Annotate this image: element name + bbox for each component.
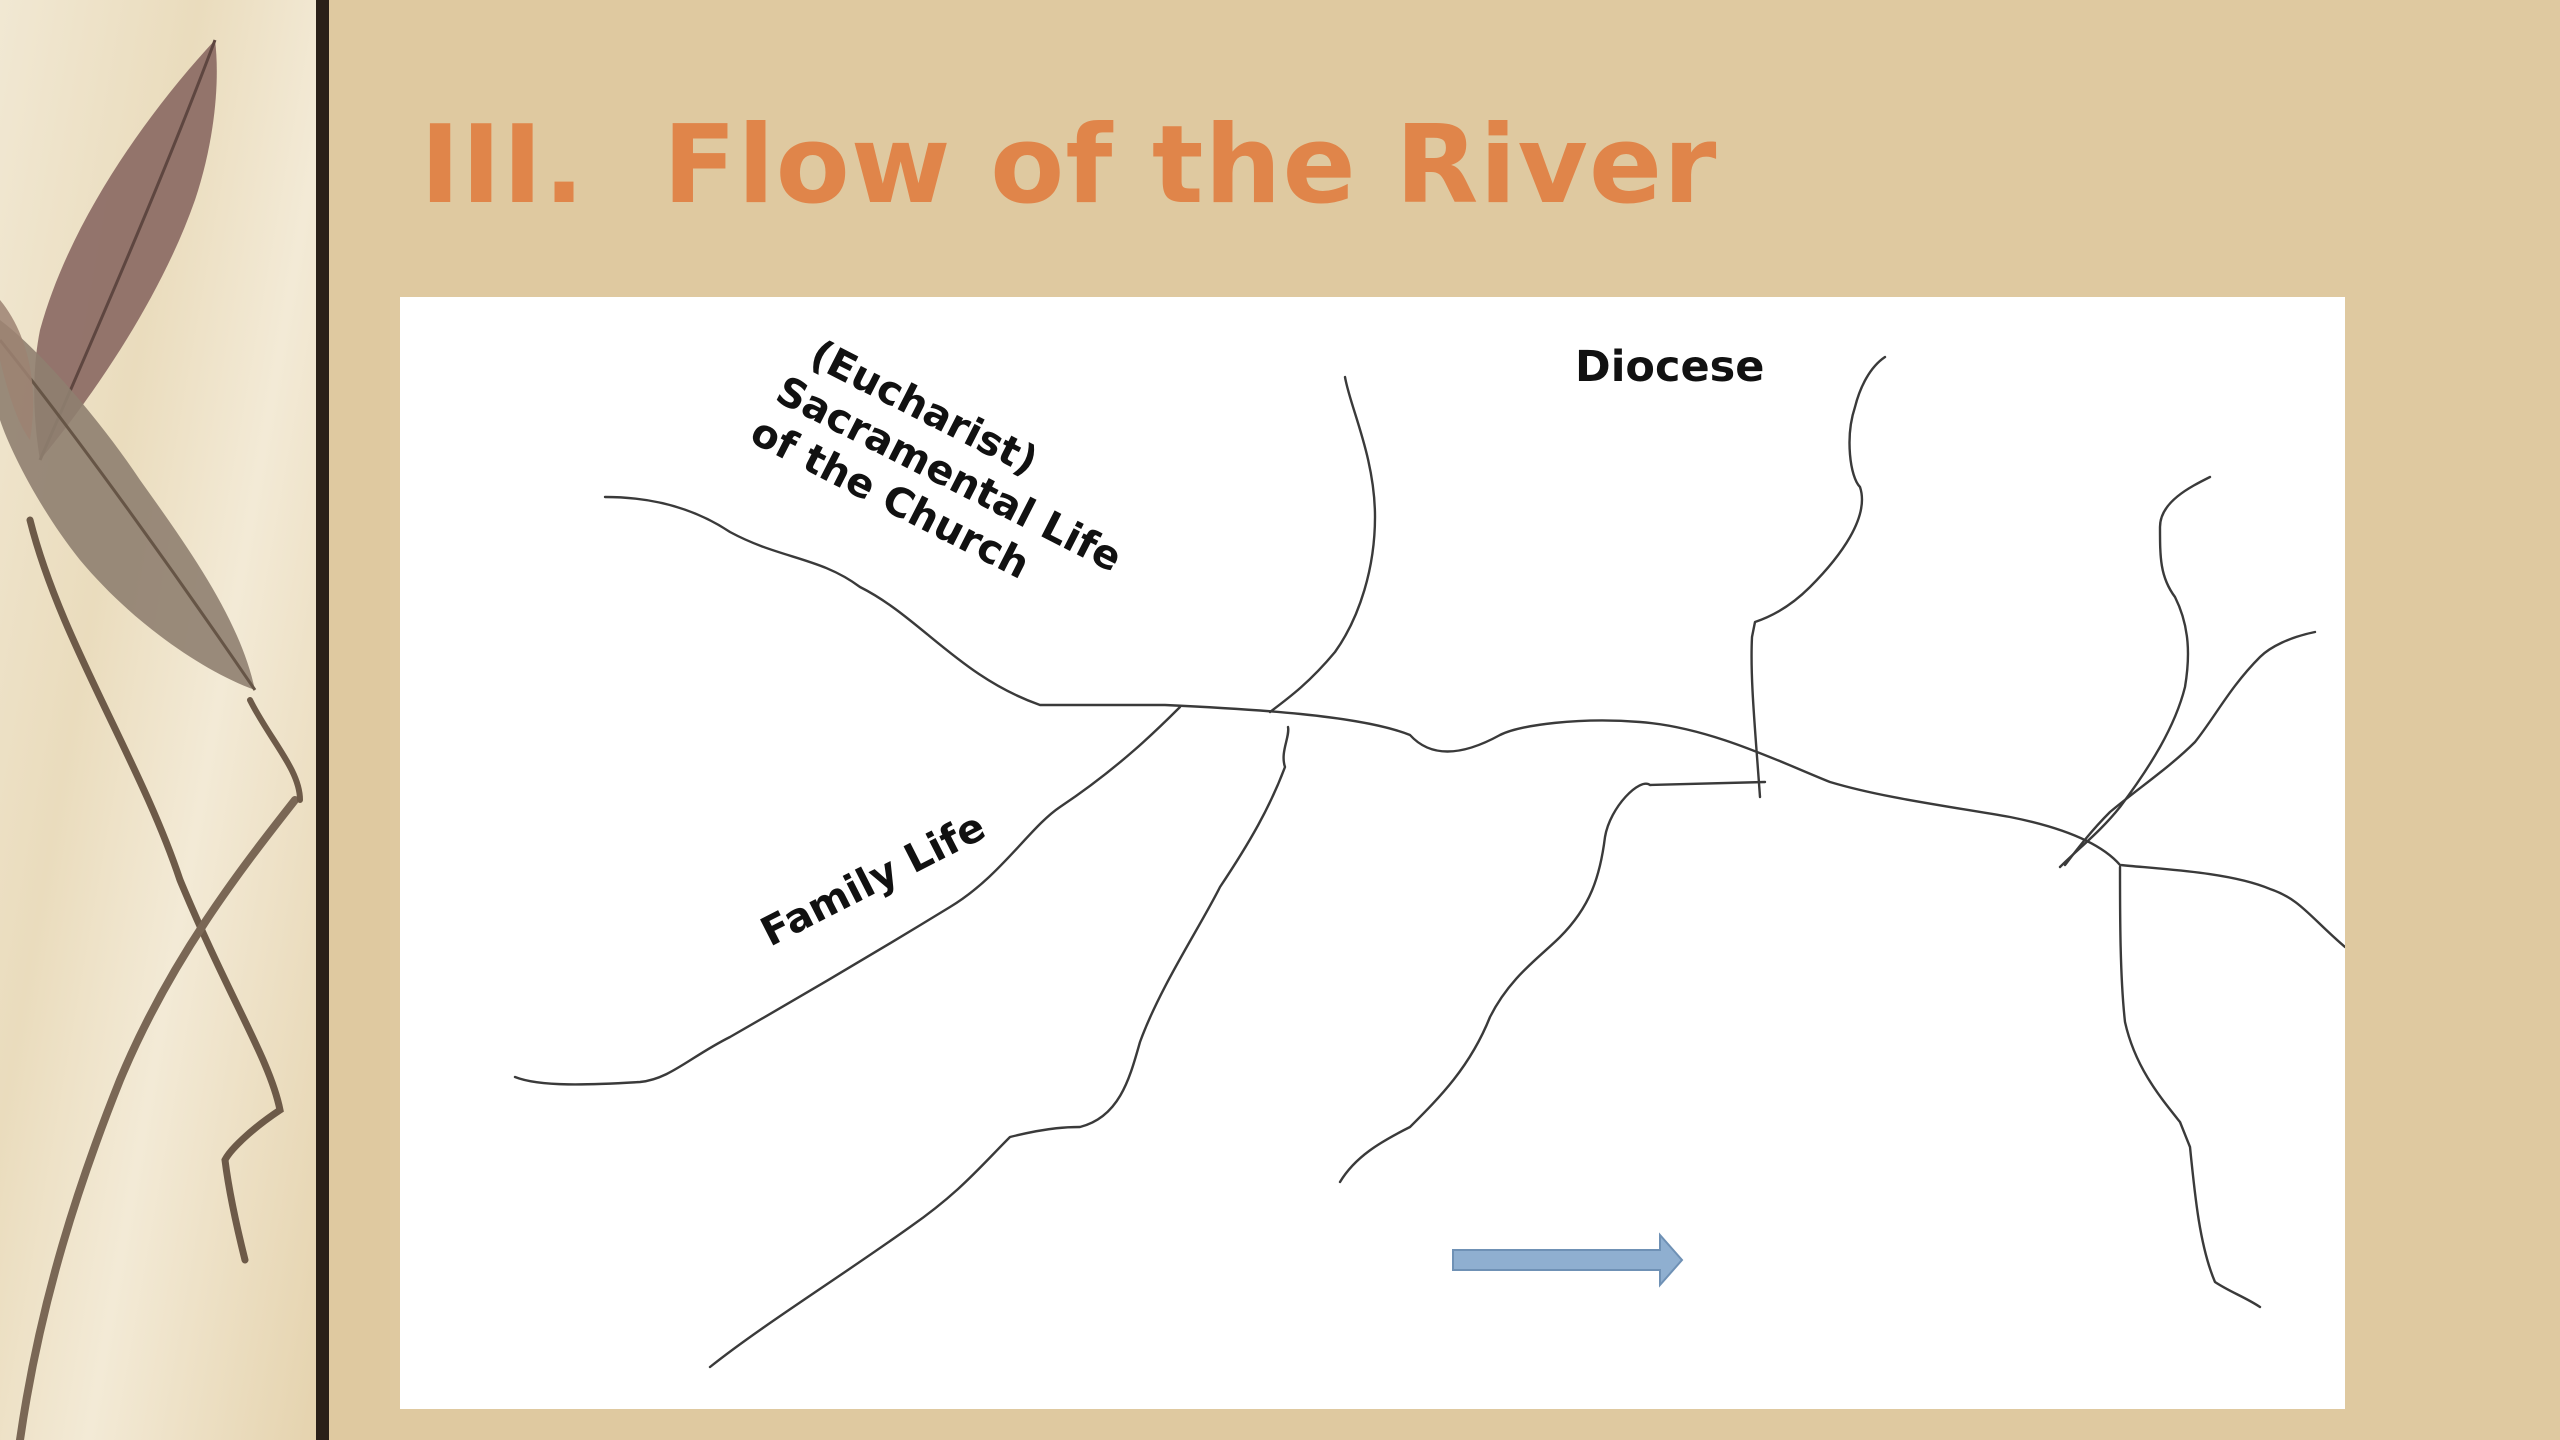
right-upper-branch-1 [2058, 475, 2212, 869]
right-upper-branch-2 [2063, 630, 2317, 867]
decorative-leaf-panel [0, 0, 316, 1440]
eucharist-upper-branch [1268, 375, 1377, 714]
flow-direction-arrow-icon [1452, 1232, 1684, 1288]
lower-middle-branch [708, 725, 1290, 1369]
diocese-label: Diocese [1575, 342, 1764, 392]
center-lower-branch [1338, 780, 1767, 1184]
slide-title: III. Flow of the River [420, 103, 1718, 228]
diocese-upper-branch [1750, 355, 1887, 799]
leaf-branch-icon [0, 39, 303, 1440]
family-life-label-group: Family Life [754, 804, 993, 956]
right-lower-branch [2118, 865, 2262, 1309]
family-life-branch [513, 705, 1182, 1086]
vertical-divider [316, 0, 329, 1440]
river-diagram: (Eucharist) Sacramental Life of the Chur… [400, 297, 2345, 1409]
family-life-label: Family Life [754, 804, 993, 956]
sacramental-life-label: (Eucharist) Sacramental Life of the Chur… [743, 331, 1129, 588]
main-river-line [603, 495, 2345, 949]
river-diagram-canvas: (Eucharist) Sacramental Life of the Chur… [513, 331, 2345, 1369]
